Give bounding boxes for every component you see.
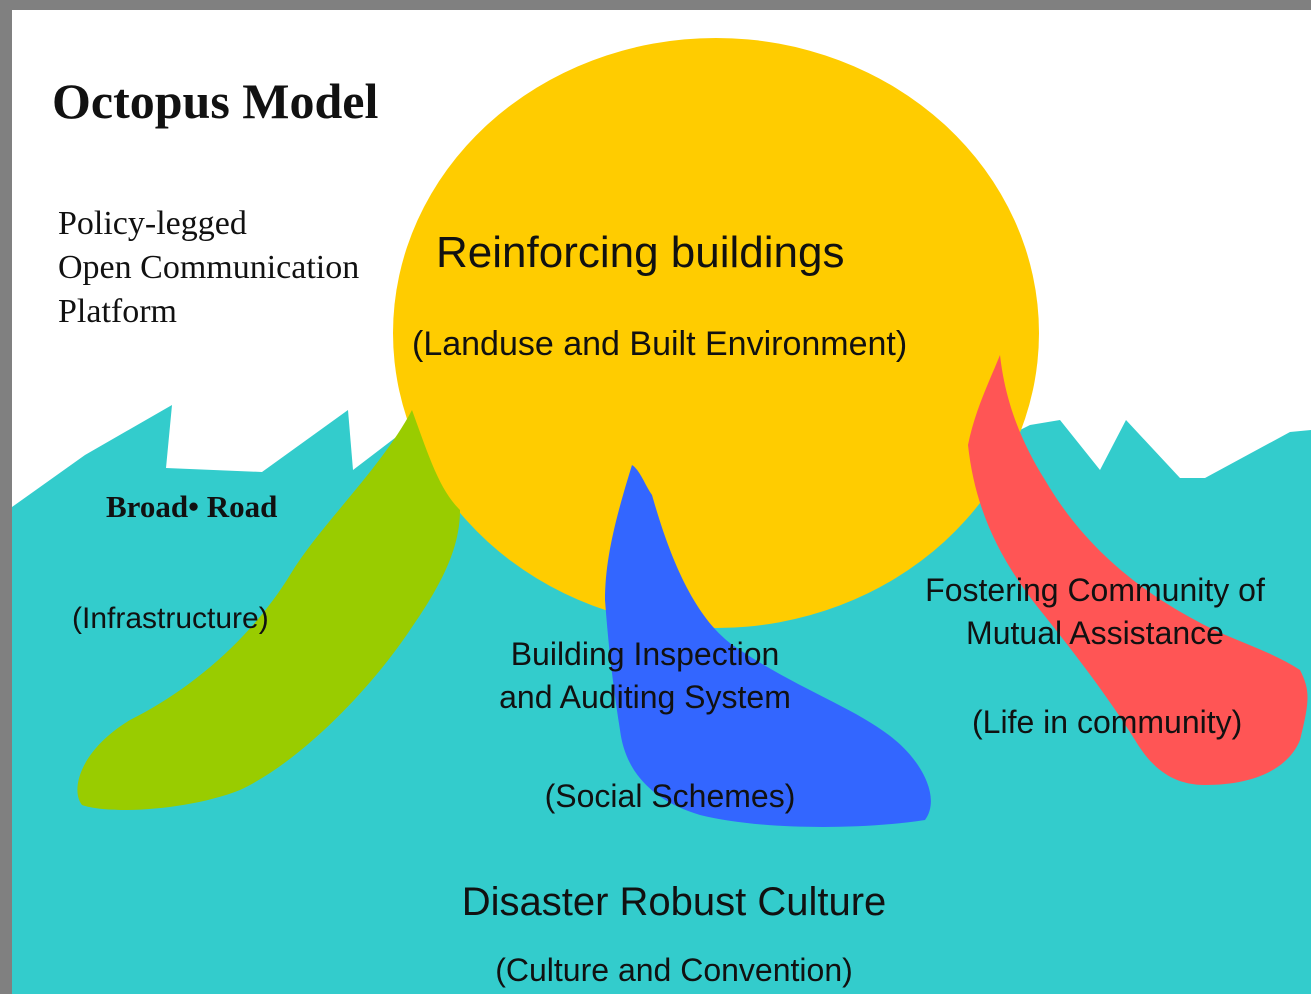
head-sublabel: (Landuse and Built Environment) [412,325,908,363]
diagram-title: Octopus Model [52,73,379,129]
platform-line-3: Platform [58,293,177,330]
head-label: Reinforcing buildings [436,228,845,277]
leg-social-label-line-2: and Auditing System [499,679,791,715]
platform-line-1: Policy-legged [58,205,247,242]
leg-community-sublabel: (Life in community) [972,704,1243,740]
leg-social-sublabel: (Social Schemes) [544,778,796,814]
platform-line-2: Open Communication [58,249,360,286]
leg-community-label-line-1: Fostering Community of [925,572,1265,608]
leg-community [968,355,1308,785]
base-label: Disaster Robust Culture [461,880,887,924]
leg-social-label-line-1: Building Inspection [510,636,780,672]
leg-infrastructure-label: Broad• Road [106,489,278,524]
leg-infrastructure [77,410,460,810]
leg-social [605,465,931,827]
base-sublabel: (Culture and Convention) [495,952,853,988]
leg-infrastructure-sublabel: (Infrastructure) [72,602,269,635]
octopus-head [393,38,1039,628]
leg-community-label-line-2: Mutual Assistance [966,615,1224,651]
